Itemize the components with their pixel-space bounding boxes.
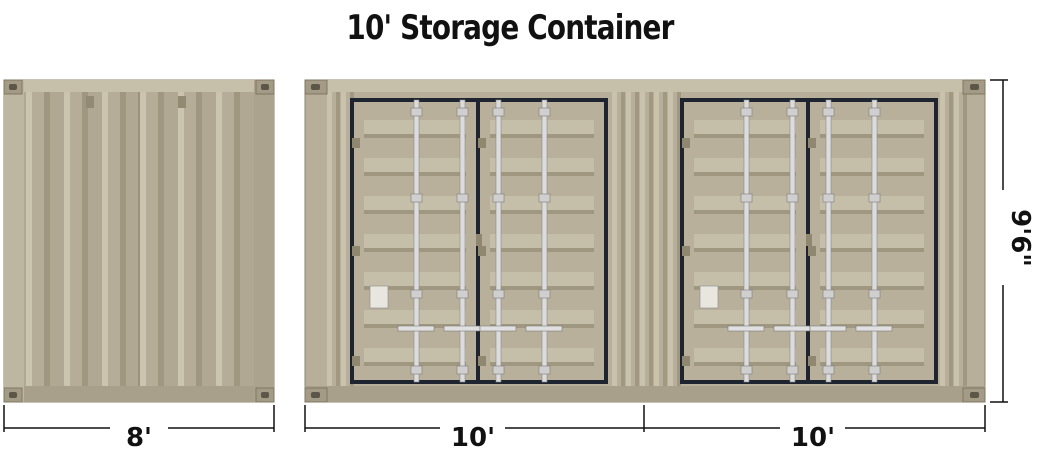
container-end-view: [3, 79, 275, 403]
lock-bar: [397, 99, 435, 383]
page-title: 10' Storage Container: [346, 8, 674, 48]
side-length-right-label: 10': [791, 423, 835, 453]
lock-bar: [855, 99, 893, 383]
lock-bar: [809, 99, 847, 383]
end-width-label: 8': [126, 423, 152, 453]
door-set: [350, 98, 608, 384]
csc-plate: [699, 285, 719, 309]
dimension-lines: [3, 79, 1008, 432]
door-set: [680, 98, 938, 384]
lock-bar: [773, 99, 811, 383]
csc-plate: [369, 285, 389, 309]
lock-bar: [479, 99, 517, 383]
lock-bar: [443, 99, 481, 383]
lock-bar: [727, 99, 765, 383]
lock-bar: [525, 99, 563, 383]
container-side-view: [304, 79, 986, 403]
height-label: 9'6": [1005, 209, 1035, 267]
side-length-left-label: 10': [451, 423, 495, 453]
